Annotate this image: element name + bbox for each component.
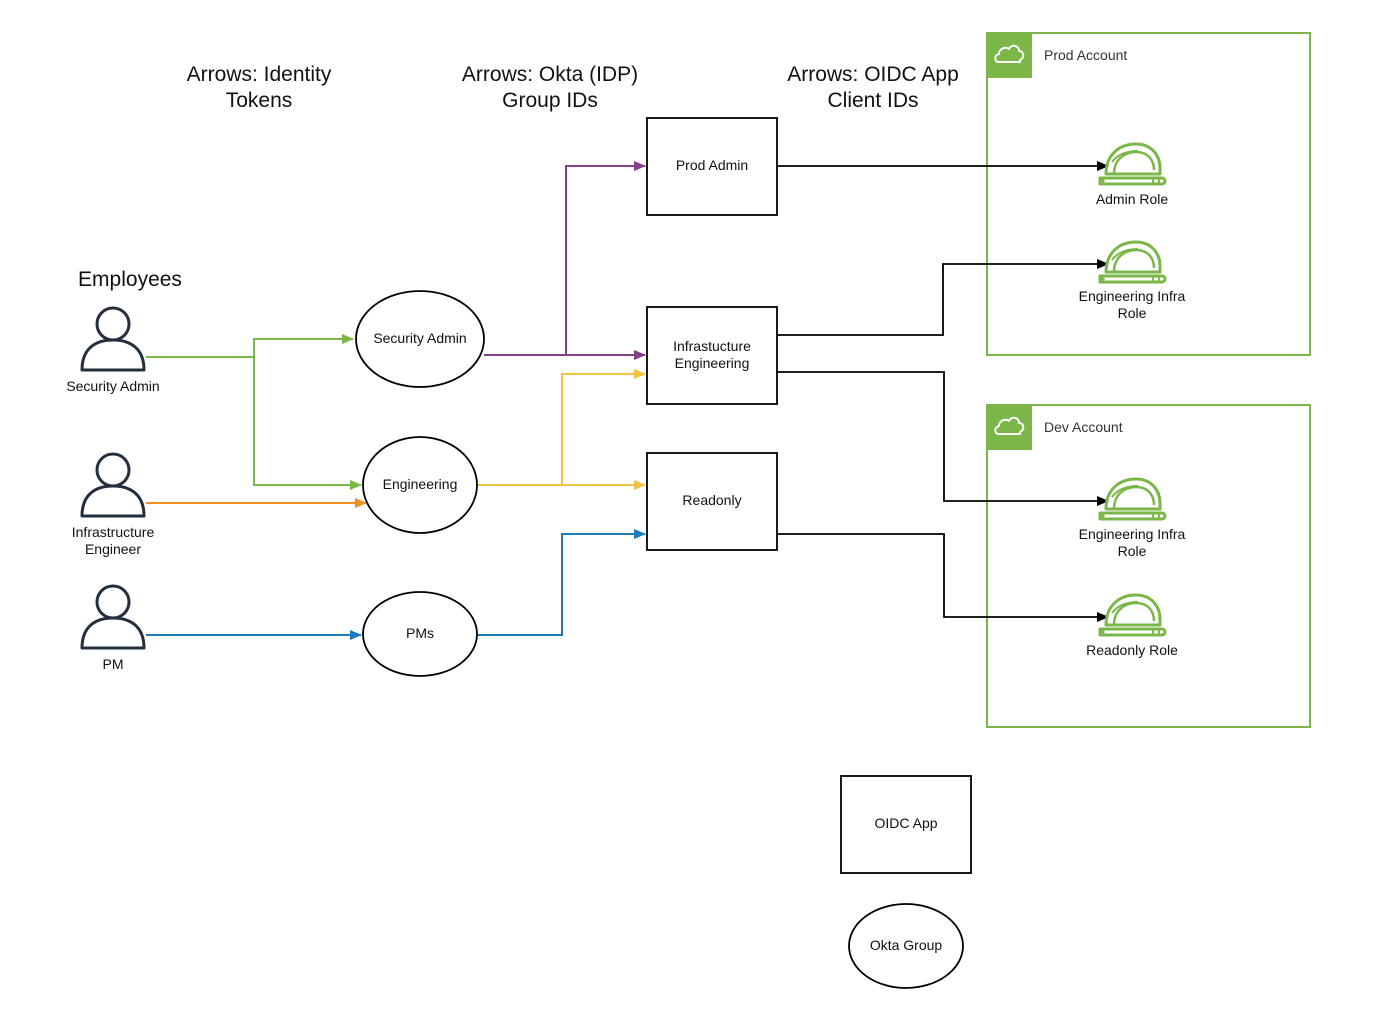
oidc-app-label: Prod Admin	[675, 157, 749, 173]
okta-group-label: Engineering	[382, 476, 458, 492]
arrow-security-admin-group-to-prod-admin	[484, 161, 646, 356]
legend-oidc-app-label: OIDC App	[874, 815, 938, 831]
role-label: Readonly Role	[1086, 642, 1178, 658]
cloud-icon	[986, 404, 1033, 451]
role-label: Engineering Infra Role	[1078, 526, 1186, 559]
user-icon	[80, 584, 146, 650]
okta-group-pms	[362, 591, 478, 677]
okta-group-label: PMs	[406, 625, 434, 641]
cloud-icon	[986, 32, 1033, 79]
okta-group-label: Security Admin	[373, 330, 467, 346]
prod-account-container	[986, 32, 1311, 356]
arrow-security-admin-to-security-admin-group	[146, 334, 354, 358]
oidc-app-label: Infrastucture Engineering	[673, 338, 751, 371]
heading-client-ids: Arrows: OIDC App Client IDs	[787, 63, 959, 112]
arrow-engineering-group-to-infra-eng	[561, 369, 646, 485]
oidc-app-readonly	[646, 452, 778, 551]
role-label: Admin Role	[1095, 191, 1169, 207]
employee-label: Infrastructure Engineer	[71, 524, 155, 557]
role-label: Engineering Infra Role	[1078, 288, 1186, 321]
helmet-icon	[1098, 593, 1167, 637]
helmet-icon	[1098, 142, 1167, 186]
legend-okta-group-shape	[848, 903, 964, 989]
arrow-readonly-to-readonly-role	[777, 533, 1109, 622]
employees-title: Employees	[78, 268, 182, 291]
helmet-icon	[1098, 240, 1167, 284]
legend-oidc-app-shape	[840, 775, 972, 874]
legend-okta-group-label: Okta Group	[869, 937, 943, 953]
oidc-app-prod-admin	[646, 117, 778, 216]
helmet-icon	[1098, 477, 1167, 521]
okta-group-engineering	[362, 436, 478, 534]
oidc-app-label: Readonly	[682, 492, 742, 508]
oidc-app-infra-engineering	[646, 306, 778, 405]
dev-account-container	[986, 404, 1311, 728]
dev-account-name: Dev Account	[1044, 419, 1123, 435]
arrow-infra-eng-to-prod-eng-role	[777, 259, 1109, 336]
user-icon	[80, 452, 146, 518]
arrow-infra-eng-to-dev-eng-role	[777, 371, 1109, 506]
prod-account-name: Prod Account	[1044, 47, 1128, 63]
arrow-security-admin-to-engineering-group	[253, 357, 362, 490]
heading-identity-tokens: Arrows: Identity Tokens	[186, 63, 332, 112]
employee-label: PM	[102, 656, 124, 672]
heading-group-ids: Arrows: Okta (IDP) Group IDs	[461, 63, 639, 112]
arrow-pms-group-to-readonly	[478, 529, 646, 636]
user-icon	[80, 306, 146, 372]
okta-group-security-admin	[355, 290, 485, 388]
employee-label: Security Admin	[66, 378, 160, 394]
